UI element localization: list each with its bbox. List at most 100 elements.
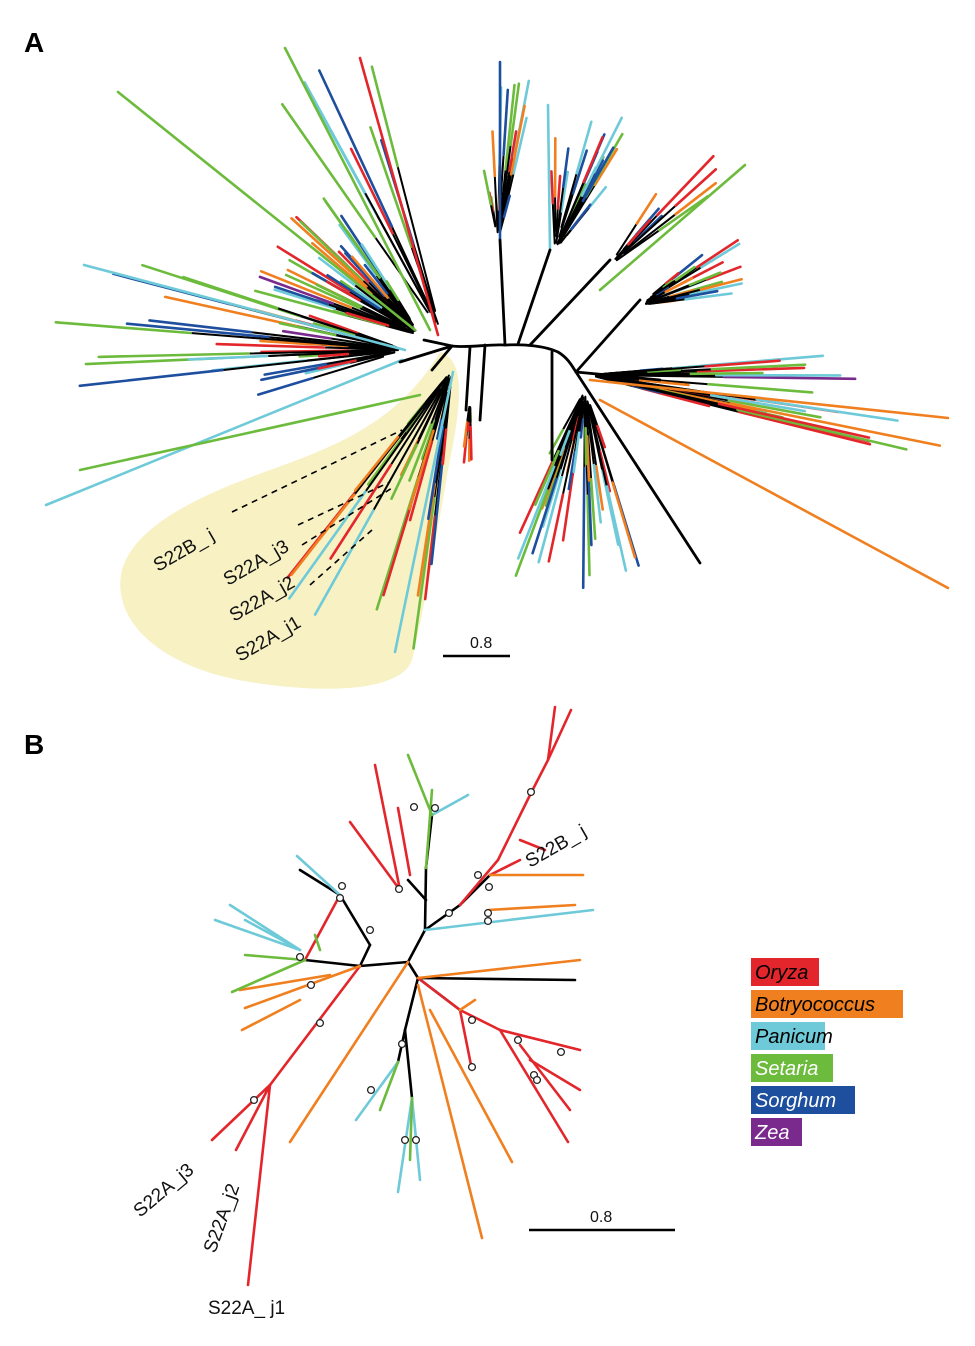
tree-a-tip — [550, 170, 555, 205]
tree-b-branch — [498, 1028, 570, 1144]
legend: OryzaBotryococcusPanicumSetariaSorghumZe… — [751, 958, 903, 1146]
tree-a-tip — [561, 147, 570, 188]
tree-a-tip — [435, 418, 443, 440]
tree-a-stem — [558, 192, 575, 238]
tree-a-tip — [547, 493, 565, 563]
tree-a-tip — [556, 174, 562, 210]
tree-a-tip — [502, 194, 512, 219]
tree-b-branch — [230, 958, 307, 994]
tree-a-tip — [584, 426, 588, 466]
tree-a-stem — [389, 388, 441, 466]
tree-a-tip — [512, 116, 528, 175]
bootstrap-node — [394, 884, 404, 894]
bootstrap-node — [526, 787, 536, 797]
tree-b-branch — [458, 858, 500, 907]
tree-a-branch — [574, 298, 642, 374]
tree-a-tip — [408, 423, 433, 482]
tree-a-tip — [594, 464, 605, 511]
tree-a-tip — [581, 146, 615, 203]
tree-a-tip — [504, 83, 516, 171]
bootstrap-node — [556, 1047, 566, 1057]
tree-a-tip — [345, 311, 390, 327]
tree-a-tip — [337, 250, 370, 284]
tree-a-tip — [569, 203, 592, 231]
tree-a-stem — [499, 173, 513, 229]
tree-a-stem — [432, 377, 451, 432]
tree-a-stem — [645, 297, 678, 305]
tree-a-stem — [650, 290, 667, 301]
tree-a-stem — [655, 279, 677, 295]
tree-a-tip — [580, 166, 598, 197]
tree-a-tip — [426, 425, 445, 521]
bootstrap-node — [430, 803, 440, 813]
tree-a-stem — [557, 397, 583, 453]
tree-a-stem — [589, 404, 599, 428]
tree-a-stem — [360, 305, 400, 326]
tree-a-tip — [605, 485, 628, 572]
tree-a-tip — [187, 354, 269, 361]
tree-b-branch — [303, 893, 342, 962]
tree-a-tip — [585, 434, 591, 482]
tree-a-tip — [533, 449, 560, 507]
tree-a-stem — [329, 337, 398, 350]
tree-a-stem — [367, 280, 406, 320]
tree-a-stem — [578, 400, 585, 434]
tree-b-branch — [358, 960, 410, 968]
tree-b-branch — [298, 868, 342, 897]
tree-a-tip — [370, 65, 399, 168]
tree-a-stem — [557, 181, 585, 243]
tree-a-tip — [705, 265, 742, 281]
tree-a-tip — [662, 279, 674, 289]
tree-a-tip — [288, 490, 367, 600]
tree-a-tip — [710, 363, 807, 371]
tree-a-tip — [349, 147, 394, 235]
tree-a-tip — [420, 419, 437, 461]
tree-a-long-tip — [393, 370, 455, 654]
tree-b-branch — [546, 705, 557, 762]
tree-b-branch — [234, 1083, 272, 1152]
tree-a-tip — [276, 245, 351, 293]
tree-a-tip — [509, 104, 526, 176]
tree-a-tip — [259, 269, 353, 309]
bootstrap-node — [400, 1135, 410, 1145]
tree-a-long-tip — [78, 393, 422, 472]
tree-a-stem — [589, 406, 614, 484]
label-b-s22b-j: S22B_ j — [522, 821, 590, 872]
panel-a-letter: A — [24, 27, 44, 58]
tree-a-branch — [464, 345, 472, 412]
highlight-region — [120, 352, 460, 689]
label-b-s22a-j2: S22A_j2 — [200, 1181, 244, 1256]
legend-label-oryza: Oryza — [755, 962, 808, 984]
tree-a-branch — [422, 338, 454, 348]
tree-a-tip — [695, 239, 740, 269]
tree-a-tip — [338, 223, 378, 277]
tree-a-stem — [440, 392, 449, 422]
legend-label-panicum: Panicum — [755, 1026, 833, 1048]
tree-a-stem — [429, 382, 448, 426]
tree-a-branch — [574, 370, 702, 565]
legend-swatch-setaria — [751, 1054, 833, 1082]
tree-b-branch — [406, 878, 428, 902]
tree-a-stem — [652, 282, 668, 295]
tree-a-stem — [559, 228, 573, 244]
tree-a-tip — [589, 477, 597, 541]
tree-a-leaders — [231, 429, 403, 586]
tree-a-backbone — [398, 238, 702, 565]
legend-swatch-zea — [751, 1118, 802, 1146]
tree-a-tip — [502, 88, 510, 156]
tree-a-stem — [377, 307, 415, 333]
tree-a-stem — [585, 402, 595, 467]
legend-label-setaria: Setaria — [755, 1058, 818, 1080]
tree-a-stem — [387, 324, 414, 334]
tree-a-tip — [312, 322, 356, 337]
tree-b-branch — [238, 973, 332, 992]
tree-a-tip — [325, 280, 361, 302]
tree-b-branch — [313, 933, 322, 952]
legend-swatch-botryococcus — [751, 990, 903, 1018]
tree-b-branch — [528, 1058, 582, 1092]
tree-a-tip — [258, 275, 335, 305]
tree-a-stem — [598, 365, 707, 376]
tree-a-tip — [491, 130, 497, 178]
tree-a-stem — [499, 144, 512, 227]
tree-a-tip — [385, 280, 400, 302]
